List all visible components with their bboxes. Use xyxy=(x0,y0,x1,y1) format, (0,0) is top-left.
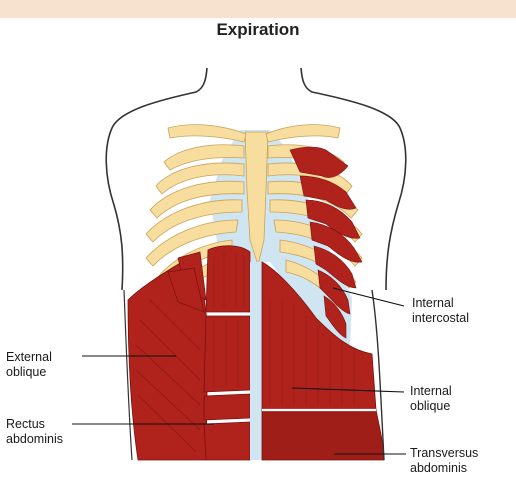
clavicle-left xyxy=(168,125,246,142)
label-external-oblique: External oblique xyxy=(6,350,52,380)
label-rectus-abdominis: Rectus abdominis xyxy=(6,417,63,447)
label-transversus-abdominis: Transversus abdominis xyxy=(410,446,478,476)
linea-alba xyxy=(250,262,262,460)
clavicle-right xyxy=(266,125,340,142)
label-internal-oblique: Internal oblique xyxy=(410,384,452,414)
label-internal-intercostal: Internal intercostal xyxy=(412,296,469,326)
transversus-abdominis-muscle xyxy=(262,410,384,460)
rectus-abdominis-muscle xyxy=(204,246,250,460)
